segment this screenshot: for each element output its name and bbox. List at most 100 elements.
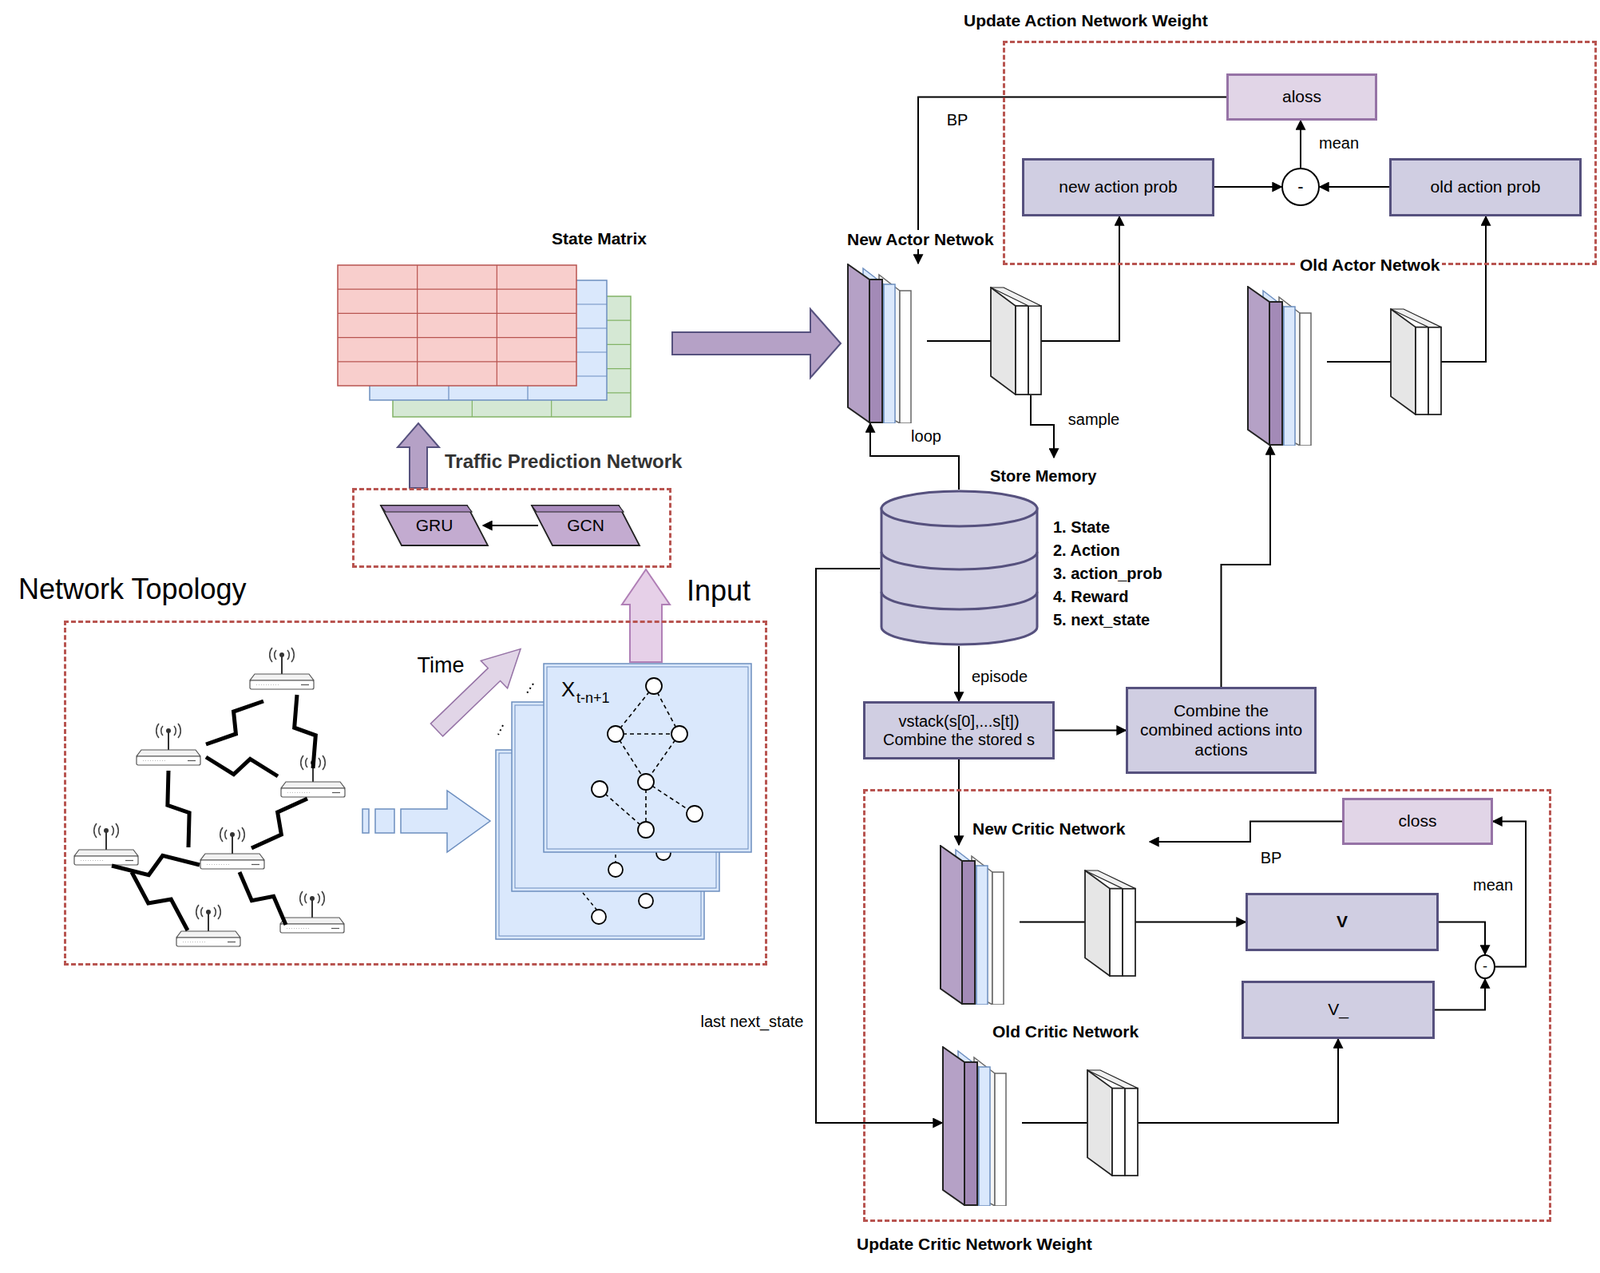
- node-text: V_: [1327, 999, 1349, 1019]
- state-matrix: State Matrix: [336, 264, 634, 419]
- matrix-shape: [336, 264, 634, 419]
- flow-arrow: [958, 645, 960, 701]
- node-heading: State Matrix: [549, 229, 650, 249]
- node-text: old action prob: [1430, 177, 1541, 197]
- wireless-link: [111, 855, 200, 875]
- update-region: Update Critic Network WeightNew Critic N…: [863, 788, 1552, 1222]
- flow-arrow: [1054, 729, 1126, 732]
- wireless-link: [294, 694, 317, 769]
- node-heading: New Actor Netwok: [844, 229, 997, 250]
- node-text: -: [1297, 176, 1303, 197]
- nb-shape: [939, 844, 1020, 1005]
- process-box: vstack(s[0],...s[t]) Combine the stored …: [863, 700, 1055, 760]
- node-heading: 2. Action: [1053, 541, 1121, 560]
- edge-label: BP: [944, 110, 971, 130]
- wireless-link: [205, 700, 264, 745]
- edge-label: mean: [1470, 875, 1516, 895]
- edge-label: loop: [908, 427, 944, 446]
- nb-shape: [1247, 285, 1327, 446]
- actor-network: Old Actor Netwok: [1247, 285, 1327, 446]
- input-symbol: X: [561, 677, 575, 702]
- value-box: V: [1245, 892, 1439, 951]
- node-heading: New Critic Network: [970, 819, 1128, 839]
- cyl-shape: [879, 489, 1039, 646]
- node-text: GCN: [566, 515, 605, 535]
- edge-label: BP: [1258, 848, 1285, 868]
- value-box: V_: [1241, 980, 1435, 1039]
- nb-shape: [847, 263, 927, 424]
- node-heading: Traffic Prediction Network: [444, 450, 682, 473]
- flow-arrow: [1434, 978, 1486, 1010]
- gcn-layer: GCN: [530, 503, 642, 547]
- wireless-link: [131, 871, 188, 931]
- node-heading: 3. action_prob: [1053, 564, 1163, 583]
- flow-arrow: [1021, 1038, 1339, 1123]
- flow-arrow: [1149, 821, 1343, 843]
- flow-arrow: [1438, 922, 1486, 955]
- edge-label: mean: [1316, 134, 1362, 153]
- routers: [74, 647, 345, 947]
- node-heading: 1. State: [1053, 518, 1110, 537]
- node-text: closs: [1398, 811, 1438, 831]
- node-text: vstack(s[0],...s[t]) Combine the stored …: [873, 712, 1045, 749]
- wireless-link: [239, 871, 286, 925]
- node-text: -: [1482, 958, 1488, 975]
- process-box: Combine the combined actions into action…: [1125, 686, 1317, 774]
- flow-arrow: [870, 423, 959, 490]
- minus-node: -: [1474, 954, 1496, 979]
- node-text: aloss: [1282, 87, 1322, 107]
- prob-box: new action prob: [1021, 158, 1215, 217]
- wireless-link: [251, 798, 308, 848]
- topology-region: Network Topology: [63, 620, 768, 966]
- flow-arrow: [1319, 186, 1390, 188]
- edge-label: sample: [1065, 410, 1122, 429]
- critic-network: Old Critic Network: [942, 1045, 1022, 1206]
- gru-layer: GRU: [379, 503, 490, 547]
- block-arrow: [397, 423, 440, 488]
- node-text: Combine the combined actions into action…: [1136, 700, 1307, 759]
- actor-network: New Actor Netwok: [847, 263, 927, 424]
- wireless-links: [111, 694, 316, 931]
- nb-shape: [942, 1045, 1022, 1206]
- node-heading: Update Critic Network Weight: [856, 1234, 1093, 1254]
- flow-arrow: [483, 524, 539, 527]
- stream-arrow: [362, 790, 491, 852]
- flow-arrow: [1493, 821, 1526, 967]
- node-heading: Store Memory: [990, 467, 1097, 486]
- node-heading: 5. next_state: [1053, 610, 1150, 630]
- node-heading: 4. Reward: [1053, 587, 1129, 606]
- node-heading: Update Action Network Weight: [963, 11, 1208, 31]
- input-snapshots: [495, 663, 752, 939]
- node-text: new action prob: [1058, 177, 1177, 197]
- flow-arrow: [1221, 445, 1272, 687]
- node-text: V: [1336, 911, 1348, 931]
- annotation: Time: [417, 653, 465, 678]
- node-heading: Network Topology: [18, 572, 247, 606]
- edge-label: episode: [969, 667, 1030, 686]
- input-symbol: t-n+1: [576, 689, 610, 707]
- prediction-region: Traffic Prediction NetworkGRUGCN: [352, 487, 672, 568]
- node-text: GRU: [415, 515, 454, 535]
- loss-box: closs: [1342, 797, 1494, 845]
- block-arrow: [621, 569, 670, 662]
- flow-arrow: [815, 568, 943, 1123]
- loss-box: aloss: [1226, 73, 1378, 121]
- flow-arrow: [1030, 395, 1054, 458]
- block-arrow: [672, 308, 841, 378]
- flow-arrow: [1214, 186, 1282, 188]
- flow-arrow: [958, 759, 960, 845]
- node-heading: Old Critic Network: [990, 1021, 1141, 1042]
- wireless-link: [205, 756, 278, 777]
- prob-box: old action prob: [1389, 158, 1582, 217]
- node-heading: Old Actor Netwok: [1297, 255, 1442, 275]
- critic-network: New Critic Network: [939, 844, 1020, 1005]
- annotation: Input: [686, 574, 751, 608]
- memory-store: Store Memory1. State2. Action3. action_p…: [879, 489, 1039, 646]
- wireless-link: [167, 770, 190, 848]
- update-region: Update Action Network Weightalossnew act…: [1002, 40, 1597, 266]
- edge-label: last next_state: [698, 1012, 807, 1031]
- minus-node: -: [1281, 167, 1320, 206]
